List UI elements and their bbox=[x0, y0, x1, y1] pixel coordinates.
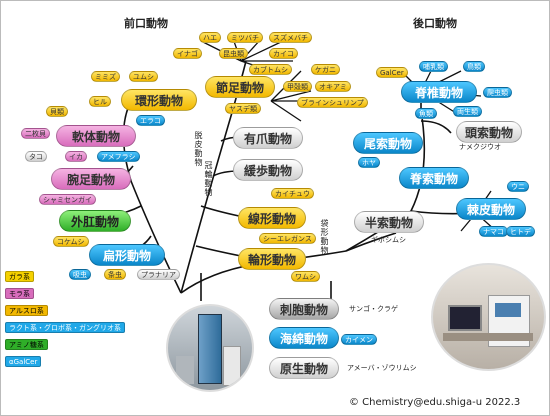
species-galcer: GalCer bbox=[376, 67, 408, 78]
species-hachurui: 爬虫類 bbox=[483, 87, 512, 98]
species-amefurashi: アメフラシ bbox=[97, 151, 140, 162]
species-jochu: 条虫 bbox=[104, 269, 126, 280]
annelida-node: 環形動物 bbox=[121, 89, 197, 111]
species-mimizu: ミミズ bbox=[91, 71, 120, 82]
protozoa-node: 原生動物 bbox=[269, 357, 339, 379]
lab-photo-right bbox=[431, 263, 546, 371]
mollusca-node: 軟体動物 bbox=[56, 125, 136, 147]
legend-gara: ガラ系 bbox=[5, 271, 34, 282]
species-konchurui: 昆虫類 bbox=[219, 48, 248, 59]
legend-agalcer: αGalCer bbox=[5, 356, 42, 367]
species-kokemushi: コケムシ bbox=[53, 236, 89, 247]
deuterostome-header: 後口動物 bbox=[413, 17, 457, 30]
species-kaigai: 貝類 bbox=[46, 106, 68, 117]
rotifera-node: 輪形動物 bbox=[238, 248, 306, 270]
species-wamushi: ワムシ bbox=[291, 271, 320, 282]
species-gibosimusi: ギボシムシ bbox=[371, 236, 406, 244]
species-shamisengai: シャミセンガイ bbox=[39, 194, 96, 205]
species-honyurui: 哺乳類 bbox=[419, 61, 448, 72]
species-namekujiuo: ナメクジウオ bbox=[459, 143, 501, 151]
species-mitsubachi: ミツバチ bbox=[227, 32, 263, 43]
hemichordata-node: 半索動物 bbox=[354, 211, 424, 233]
cephalochordata-node: 頭索動物 bbox=[456, 121, 522, 143]
arthropoda-node: 節足動物 bbox=[205, 76, 275, 98]
species-kabutomushi: カブトムシ bbox=[249, 64, 292, 75]
species-kaiko: カイコ bbox=[269, 48, 298, 59]
lab-photo-left bbox=[166, 304, 254, 392]
protostome-header: 前口動物 bbox=[124, 17, 168, 30]
species-suzumebachi: スズメバチ bbox=[269, 32, 312, 43]
aschelminthes-label: 袋形動物 bbox=[320, 219, 329, 255]
entoprocta-node: 外肛動物 bbox=[59, 210, 131, 232]
tardigrada-node: 緩歩動物 bbox=[233, 159, 303, 181]
species-koukakurui: 甲殻類 bbox=[283, 81, 312, 92]
species-amoeba: アメーバ・ゾウリムシ bbox=[347, 364, 417, 372]
onychophora-node: 有爪動物 bbox=[233, 127, 303, 149]
species-kaichu: カイチュウ bbox=[271, 188, 314, 199]
species-eraco: エラコ bbox=[136, 115, 165, 126]
species-gyorui: 魚類 bbox=[415, 108, 437, 119]
species-ika: イカ bbox=[65, 151, 87, 162]
species-kaimen: カイメン bbox=[341, 334, 377, 345]
chordata-vertebrata-node: 脊椎動物 bbox=[401, 81, 477, 103]
species-ryoseirui: 両生類 bbox=[453, 106, 482, 117]
species-inago: イナゴ bbox=[173, 48, 202, 59]
species-hae: ハエ bbox=[199, 32, 221, 43]
species-kegani: ケガニ bbox=[311, 64, 340, 75]
species-uni: ウニ bbox=[507, 181, 529, 192]
cnidaria-node: 刺胞動物 bbox=[269, 298, 339, 320]
species-kyuchu: 吸虫 bbox=[69, 269, 91, 280]
echinodermata-node: 棘皮動物 bbox=[456, 198, 526, 220]
urochordata-node: 尾索動物 bbox=[353, 132, 423, 154]
species-namako: ナマコ bbox=[479, 226, 508, 237]
species-chorui: 鳥類 bbox=[463, 61, 485, 72]
species-elegans: シーエレガンス bbox=[259, 233, 316, 244]
legend-arthro: アルスロ系 bbox=[5, 305, 48, 316]
brachiopoda-node: 腕足動物 bbox=[51, 168, 131, 190]
lophotrochozoa-label: 冠輪動物 bbox=[204, 161, 213, 197]
legend-amino: アミノ糖系 bbox=[5, 339, 48, 350]
species-hitode: ヒトデ bbox=[506, 226, 535, 237]
species-nimaigai: 二枚貝 bbox=[21, 128, 50, 139]
legend-mora: モラ系 bbox=[5, 288, 34, 299]
platyhelminthes-node: 扁形動物 bbox=[89, 244, 165, 266]
porifera-node: 海綿動物 bbox=[269, 327, 339, 349]
copyright: © Chemistry@edu.shiga-u 2022.3 bbox=[349, 397, 521, 408]
ecdysozoa-label: 脱皮動物 bbox=[194, 131, 203, 167]
species-hiru: ヒル bbox=[89, 96, 111, 107]
species-sango: サンゴ・クラゲ bbox=[349, 305, 398, 313]
chordata-node: 脊索動物 bbox=[399, 167, 469, 189]
species-hoya: ホヤ bbox=[358, 157, 380, 168]
species-tako: タコ bbox=[25, 151, 47, 162]
species-yumushi: ユムシ bbox=[129, 71, 158, 82]
species-okiami: オキアミ bbox=[315, 81, 351, 92]
species-yasude: ヤスデ類 bbox=[225, 103, 261, 114]
species-planaria: プラナリア bbox=[137, 269, 180, 280]
legend-lacto: ラクト系・グロボ系・ガングリオ系 bbox=[5, 322, 125, 333]
species-brine: ブラインシュリンプ bbox=[297, 97, 368, 108]
nematoda-node: 線形動物 bbox=[238, 207, 306, 229]
